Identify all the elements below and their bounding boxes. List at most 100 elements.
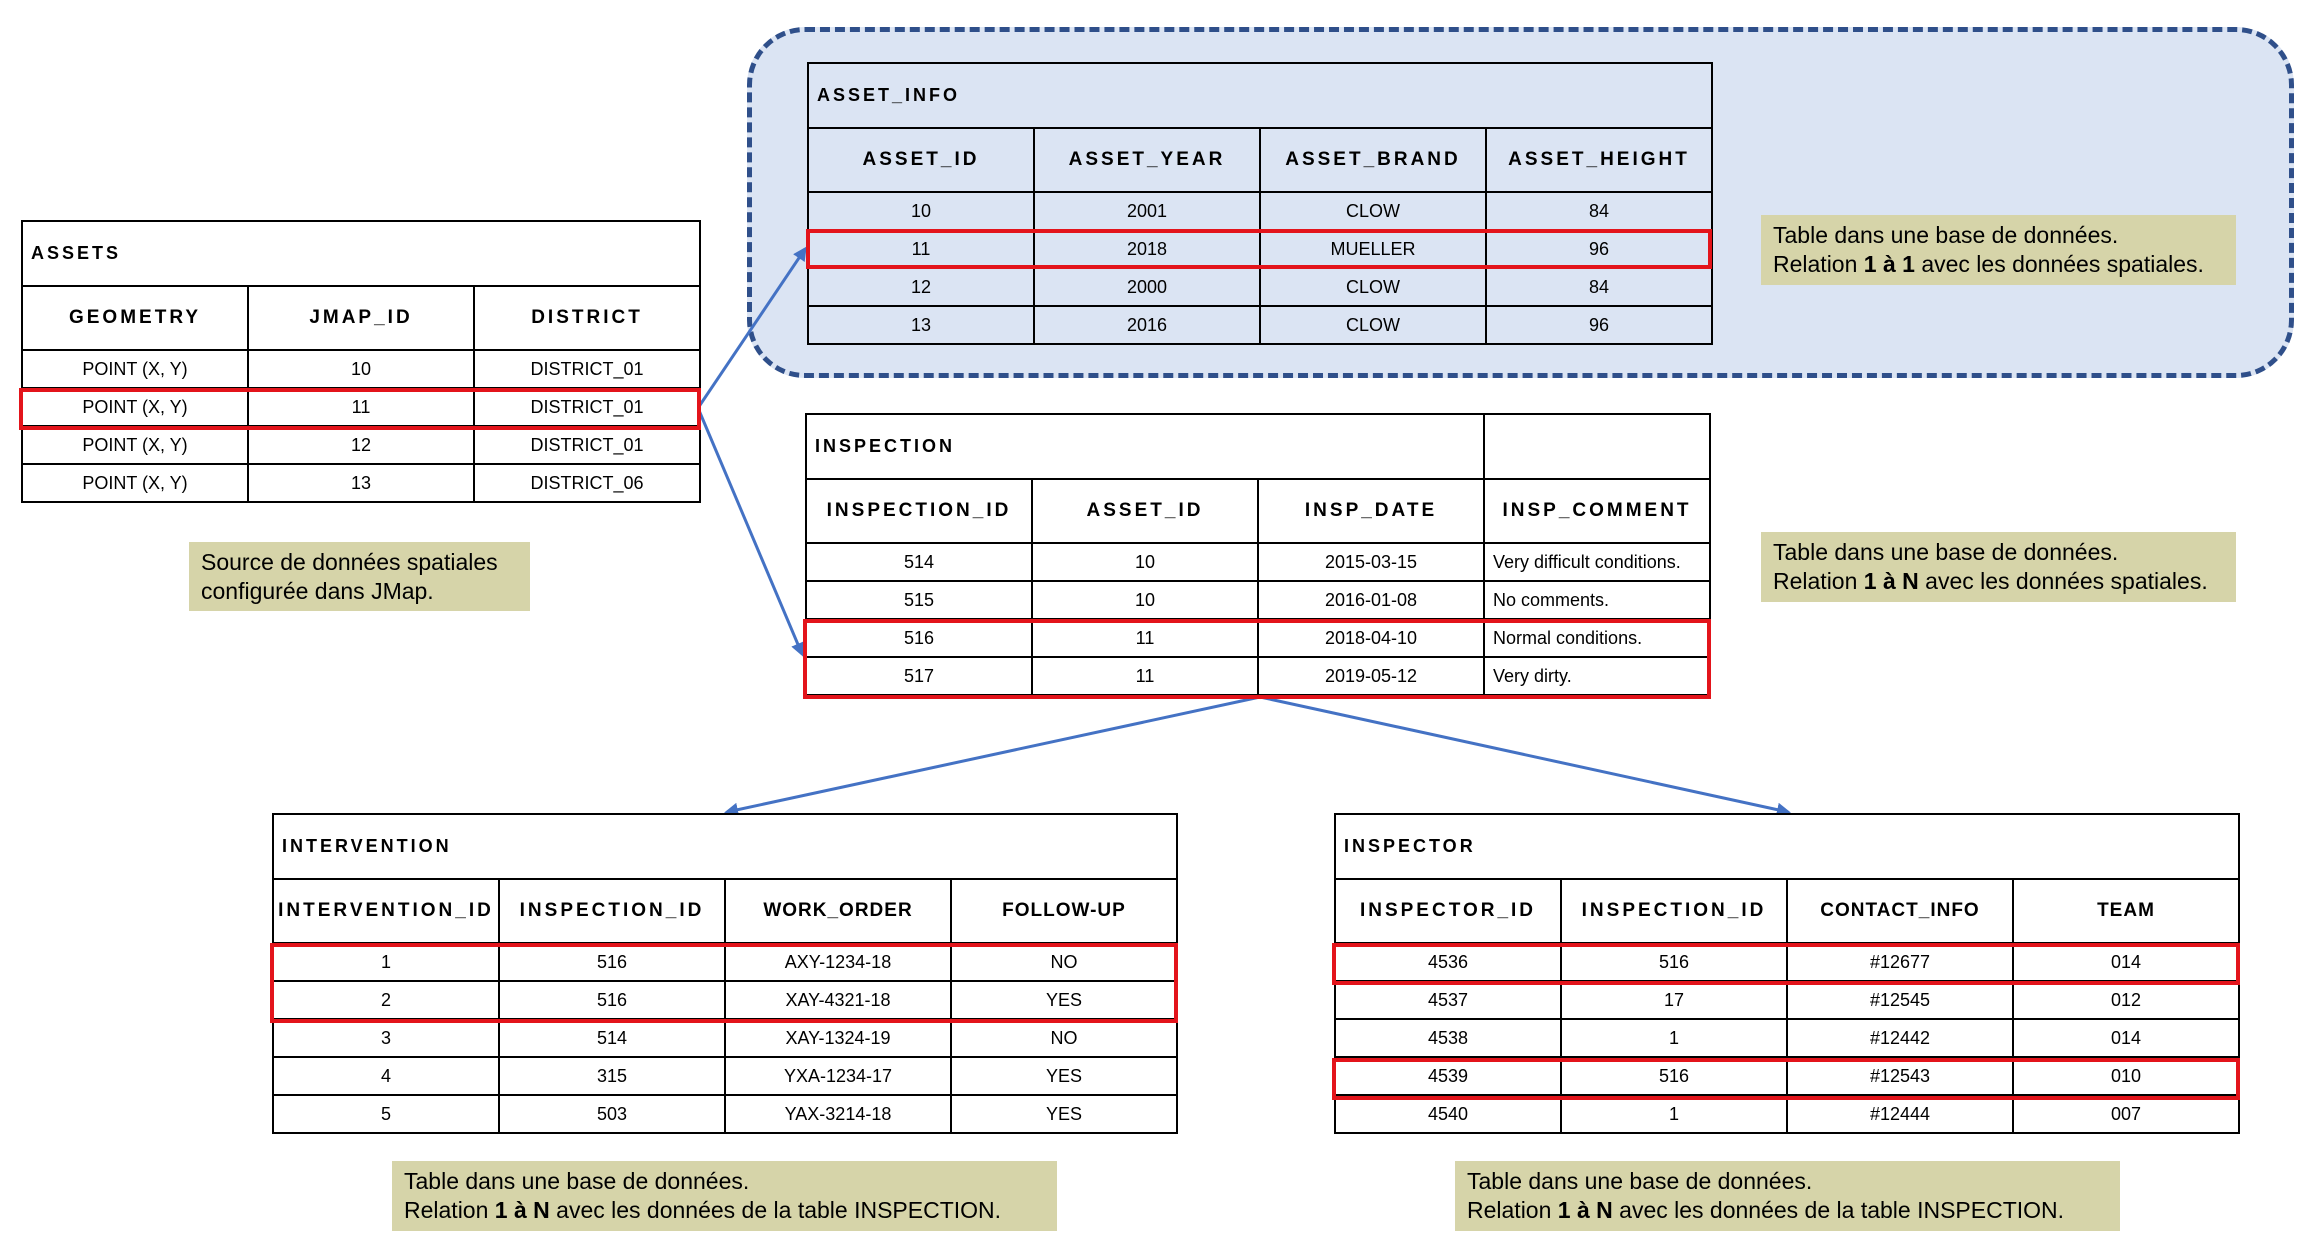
cell: MUELLER xyxy=(1259,229,1487,269)
cell: #12545 xyxy=(1786,980,2014,1020)
column-header: INSPECTION_ID xyxy=(498,878,726,944)
cell: DISTRICT_06 xyxy=(473,463,701,503)
cell: 514 xyxy=(805,542,1033,582)
table-row: 3 514 XAY-1324-19 NO xyxy=(272,1018,1178,1058)
cell: 514 xyxy=(498,1018,726,1058)
cell: 2001 xyxy=(1033,191,1261,231)
inspector-title: INSPECTOR xyxy=(1334,813,2240,880)
cell: 503 xyxy=(498,1094,726,1134)
table-row: 2 516 XAY-4321-18 YES xyxy=(272,980,1178,1020)
arrow-assets-to-asset-info xyxy=(696,246,807,409)
cell: 10 xyxy=(247,349,475,389)
cell: 17 xyxy=(1560,980,1788,1020)
column-header: DISTRICT xyxy=(473,285,701,351)
cell: 007 xyxy=(2012,1094,2240,1134)
cell: 515 xyxy=(805,580,1033,620)
table-row: 4 315 YXA-1234-17 YES xyxy=(272,1056,1178,1096)
cell: 96 xyxy=(1484,229,1714,269)
table-row: 4540 1 #12444 007 xyxy=(1334,1094,2240,1134)
cell: 10 xyxy=(1031,580,1259,620)
column-header: ASSET_ID xyxy=(807,127,1035,193)
column-header: INSPECTION_ID xyxy=(805,478,1033,544)
column-header: TEAM xyxy=(2012,878,2240,944)
cell: NO xyxy=(950,1018,1178,1058)
arrow-assets-to-inspection xyxy=(696,407,805,657)
table-row: 517 11 2019-05-12 Very dirty. xyxy=(805,656,1712,696)
column-header: ASSET_YEAR xyxy=(1033,127,1261,193)
intervention-note: Table dans une base de données. Relation… xyxy=(392,1161,1057,1231)
table-row: POINT (X, Y) 11 DISTRICT_01 xyxy=(21,387,701,427)
cell: 11 xyxy=(807,229,1035,269)
table-row: 4537 17 #12545 012 xyxy=(1334,980,2240,1020)
note-line: Relation 1 à 1 avec les données spatiale… xyxy=(1773,251,2204,277)
cell: 014 xyxy=(2012,1018,2240,1058)
table-row: 10 2001 CLOW 84 xyxy=(807,191,1714,231)
note-line: Table dans une base de données. xyxy=(1773,539,2119,565)
intervention-highlight xyxy=(270,943,1178,1023)
table-row: 514 10 2015-03-15 Very difficult conditi… xyxy=(805,542,1712,582)
note-line: Relation 1 à N avec les données de la ta… xyxy=(404,1197,1002,1223)
cell: 2 xyxy=(272,980,500,1020)
column-header: INSPECTION_ID xyxy=(1560,878,1788,944)
cell: YES xyxy=(950,980,1178,1020)
cell: 516 xyxy=(1560,942,1788,982)
cell: 13 xyxy=(247,463,475,503)
cell: 11 xyxy=(247,387,475,427)
cell: POINT (X, Y) xyxy=(21,425,249,465)
cell: 84 xyxy=(1484,267,1714,307)
cell: No comments. xyxy=(1483,580,1712,620)
cell: 4538 xyxy=(1334,1018,1562,1058)
assets-note: Source de données spatiales configurée d… xyxy=(189,542,530,611)
cell: 96 xyxy=(1484,305,1714,345)
cell: 5 xyxy=(272,1094,500,1134)
cell: 2016-01-08 xyxy=(1256,580,1486,620)
cell: 4 xyxy=(272,1056,500,1096)
cell: 4536 xyxy=(1334,942,1562,982)
cell: XAY-4321-18 xyxy=(724,980,952,1020)
cell: 1 xyxy=(272,942,500,982)
inspection-highlight xyxy=(803,619,1711,699)
cell: Very difficult conditions. xyxy=(1483,542,1712,582)
cell: 11 xyxy=(1031,618,1259,658)
column-header: GEOMETRY xyxy=(21,285,249,351)
inspection-note: Table dans une base de données. Relation… xyxy=(1761,532,2236,602)
cell: 12 xyxy=(247,425,475,465)
note-line: Table dans une base de données. xyxy=(1467,1168,1813,1194)
cell: 012 xyxy=(2012,980,2240,1020)
inspector-note: Table dans une base de données. Relation… xyxy=(1455,1161,2120,1231)
cell: 2015-03-15 xyxy=(1256,542,1486,582)
assets-highlight xyxy=(19,388,701,430)
cell: DISTRICT_01 xyxy=(473,425,701,465)
cell: Very dirty. xyxy=(1483,656,1712,696)
cell: CLOW xyxy=(1259,191,1487,231)
intervention-title: INTERVENTION xyxy=(272,813,1178,880)
table-row: 12 2000 CLOW 84 xyxy=(807,267,1714,307)
cell: 4539 xyxy=(1334,1056,1562,1096)
table-row: POINT (X, Y) 13 DISTRICT_06 xyxy=(21,463,701,503)
column-header: INSP_COMMENT xyxy=(1483,478,1712,544)
cell: 516 xyxy=(1560,1056,1788,1096)
empty-cell xyxy=(1483,413,1712,480)
table-row: 515 10 2016-01-08 No comments. xyxy=(805,580,1712,620)
column-header: INSP_DATE xyxy=(1256,478,1486,544)
cell: YES xyxy=(950,1094,1178,1134)
cell: #12543 xyxy=(1786,1056,2014,1096)
cell: 10 xyxy=(807,191,1035,231)
cell: CLOW xyxy=(1259,267,1487,307)
cell: YAX-3214-18 xyxy=(724,1094,952,1134)
cell: 11 xyxy=(1031,656,1259,696)
column-header: ASSET_HEIGHT xyxy=(1484,127,1714,193)
cell: 315 xyxy=(498,1056,726,1096)
cell: #12677 xyxy=(1786,942,2014,982)
column-header: INTERVENTION_ID xyxy=(272,878,500,944)
assets-title: ASSETS xyxy=(21,220,701,287)
note-line: configurée dans JMap. xyxy=(201,578,434,604)
arrow-inspection-to-intervention xyxy=(724,695,1261,817)
assets-table: ASSETS GEOMETRY JMAP_ID DISTRICT POINT (… xyxy=(21,220,701,503)
column-header: ASSET_ID xyxy=(1031,478,1259,544)
cell: CLOW xyxy=(1259,305,1487,345)
table-row: 4539 516 #12543 010 xyxy=(1334,1056,2240,1096)
cell: 1 xyxy=(1560,1094,1788,1134)
column-header: INSPECTOR_ID xyxy=(1334,878,1562,944)
asset-info-highlight xyxy=(806,229,1712,269)
